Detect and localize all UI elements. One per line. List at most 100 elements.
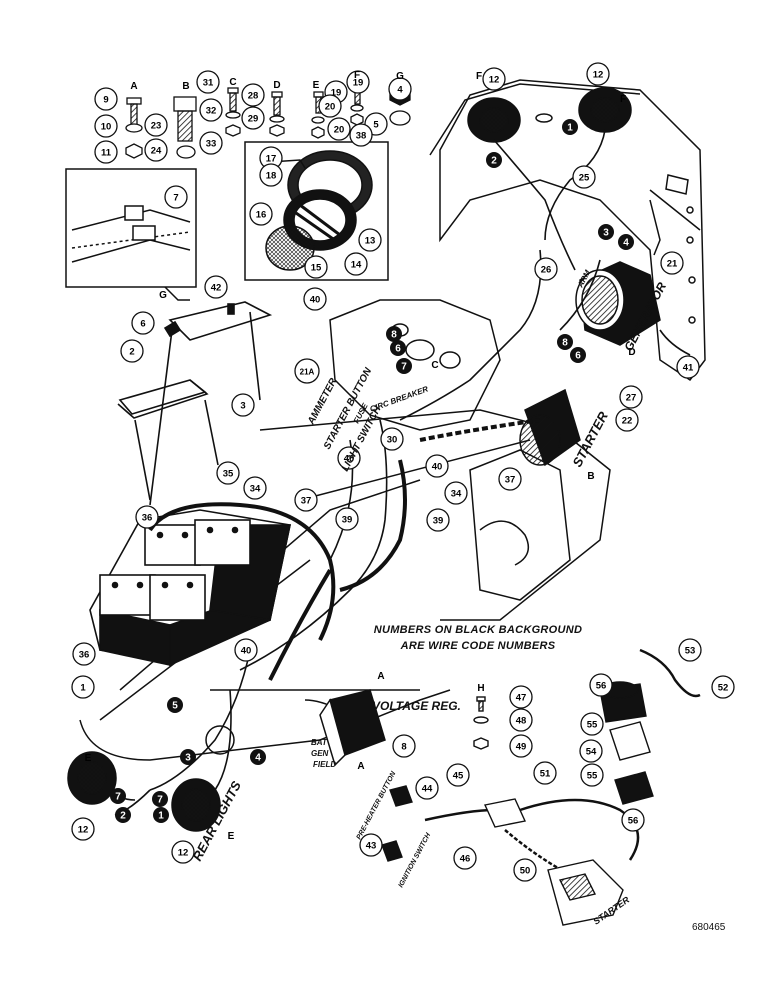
wire-code-number: 8 [562,338,568,349]
wire-code-number: 5 [172,701,178,712]
callout-circle [415,776,439,800]
wire-code-number: 2 [491,156,497,167]
light-assembly-exploded [244,141,389,281]
hardware-letter-E: E [228,831,235,842]
callout-circle [196,70,220,94]
wire-code-number: 2 [120,811,126,822]
wire-code-note: NUMBERS ON BLACK BACKGROUND ARE WIRE COD… [348,622,608,654]
callout-number: 38 [356,131,367,142]
callout-40: 40 [337,446,361,470]
callout-circle [533,761,557,785]
callout-circle [453,846,477,870]
callout-circle [660,251,684,275]
callout-35: 35 [216,461,240,485]
callout-circle [380,427,404,451]
callout-34: 34 [243,476,267,500]
callout-circle [303,287,327,311]
callout-number: 40 [432,462,443,473]
callout-48: 48 [509,708,533,732]
note-line-2: ARE WIRE CODE NUMBERS [400,640,556,652]
starter-body [519,388,581,467]
wire-code-5: 5 [167,697,183,713]
callout-36: 36 [135,505,159,529]
callout-31: 31 [196,70,220,94]
callout-18: 18 [259,163,283,187]
callout-number: 44 [422,784,433,795]
callout-circle [615,408,639,432]
callout-32: 32 [199,98,223,122]
callout-number: 34 [451,489,462,500]
callout-number: 55 [587,771,598,782]
hardware-letter-D: D [628,347,635,358]
callout-number: 16 [256,210,267,221]
callout-circle [534,257,558,281]
wire-code-6: 6 [570,347,586,363]
callout-circle [619,385,643,409]
callout-circle [94,140,118,164]
callout-number: 51 [540,769,551,780]
callout-56: 56 [589,673,613,697]
wire-code-number: 1 [567,123,573,134]
callout-number: 21 [667,259,678,270]
callout-45: 45 [446,763,470,787]
callout-number: 39 [433,516,444,527]
callout-circle [135,505,159,529]
callout-number: 12 [489,75,500,86]
callout-28: 28 [241,83,265,107]
callout-number: 20 [325,102,336,113]
callout-circle [241,106,265,130]
callout-number: 14 [351,260,362,271]
callout-circle [358,228,382,252]
callout-circle [72,642,96,666]
callout-55: 55 [580,712,604,736]
callout-19: 19 [346,70,370,94]
callout-circle [344,252,368,276]
callout-number: 17 [266,154,277,165]
wire-code-2: 2 [115,807,131,823]
callout-circle [164,185,188,209]
callout-number: 27 [626,393,637,404]
callout-number: 32 [206,106,217,117]
callout-20: 20 [327,117,351,141]
callout-number: 1 [80,683,86,694]
callout-number: 3 [240,401,245,412]
callout-number: 12 [178,848,189,859]
callout-number: 40 [310,295,321,306]
generator-body [575,261,661,346]
callout-51: 51 [533,761,557,785]
callout-circle [335,507,359,531]
callout-29: 29 [241,106,265,130]
callout-number: 22 [622,416,633,427]
callout-number: 18 [266,171,277,182]
callout-number: 49 [516,742,527,753]
callout-circle [234,638,258,662]
callout-20: 20 [318,94,342,118]
callout-group: 12345678910111213141516171819202121A2223… [71,62,735,882]
callout-40: 40 [234,638,258,662]
callout-circle [144,138,168,162]
wire-code-badge [250,749,266,765]
callout-12: 12 [71,817,95,841]
callout-44: 44 [415,776,439,800]
hardware-letter-C: C [431,360,438,371]
callout-number: 13 [365,236,376,247]
callout-circle [513,858,537,882]
callout-7: 7 [164,185,188,209]
callout-41: 41 [676,355,700,379]
callout-circle [259,163,283,187]
callout-circle [392,734,416,758]
fuel-line-cables [424,648,701,882]
callout-52: 52 [711,675,735,699]
callout-56: 56 [621,808,645,832]
callout-6: 6 [131,311,155,335]
callout-number: 36 [142,513,153,524]
callout-circle [509,734,533,758]
callout-number: 50 [520,866,531,877]
callout-39: 39 [426,508,450,532]
wire-code-badge [557,334,573,350]
callout-circle [318,94,342,118]
callout-number: 5 [373,120,379,131]
